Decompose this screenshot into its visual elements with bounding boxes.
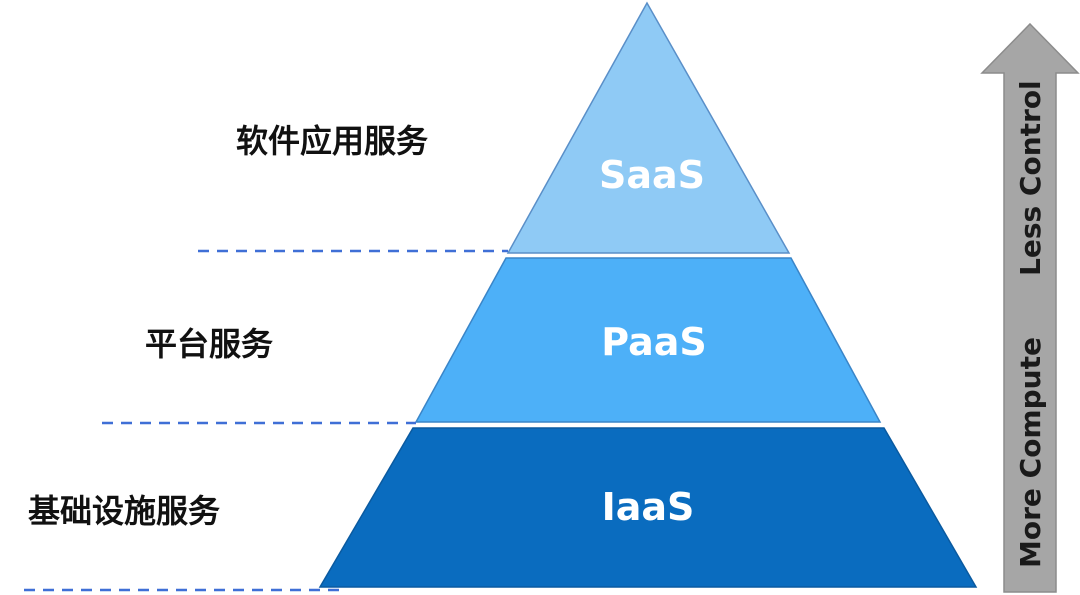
saas-label: 软件应用服务 bbox=[236, 122, 428, 160]
iaas-tier bbox=[318, 427, 978, 588]
iaas-label: 基础设施服务 bbox=[28, 492, 220, 530]
saas-tier bbox=[506, 1, 791, 254]
pyramid bbox=[318, 1, 978, 588]
more-compute-text: More Compute bbox=[1014, 337, 1047, 568]
iaas-title: IaaS bbox=[602, 485, 695, 529]
control-compute-arrow: More Compute Less Control bbox=[980, 22, 1080, 593]
paas-tier bbox=[414, 257, 882, 423]
saas-title: SaaS bbox=[599, 153, 705, 197]
up-arrow-icon bbox=[980, 22, 1080, 593]
less-control-text: Less Control bbox=[1014, 80, 1047, 276]
paas-title: PaaS bbox=[601, 320, 706, 364]
paas-label: 平台服务 bbox=[145, 325, 273, 363]
